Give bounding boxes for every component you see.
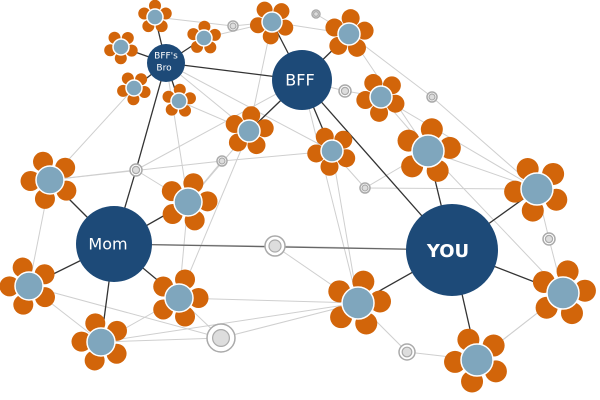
hub-bff-bro-label-1: BFF's: [154, 52, 178, 62]
flower-center: [146, 8, 164, 26]
ring-node[interactable]: [542, 232, 556, 246]
weak-edge: [165, 62, 189, 203]
hub-bff-label: BFF: [285, 71, 314, 90]
flower-center: [369, 85, 393, 109]
friend-flower-node[interactable]: [162, 83, 196, 117]
friend-flower-node[interactable]: [0, 257, 55, 315]
ring-node[interactable]: [227, 20, 239, 32]
weak-edge: [427, 150, 564, 294]
weak-edge: [178, 130, 250, 299]
friend-flower-node[interactable]: [532, 260, 596, 325]
ring-node[interactable]: [216, 155, 228, 167]
friend-flower-node[interactable]: [104, 31, 138, 65]
weak-edge: [28, 285, 222, 339]
weak-edge: [135, 79, 303, 171]
ring-node[interactable]: [338, 84, 352, 98]
weak-edge: [100, 302, 359, 343]
flower-center: [173, 187, 203, 217]
friend-flower-node[interactable]: [397, 118, 461, 182]
ring-node[interactable]: [398, 343, 416, 361]
ring-node[interactable]: [359, 182, 371, 194]
friend-flower-node[interactable]: [328, 270, 391, 335]
hub-mom[interactable]: Mom: [76, 206, 152, 282]
hub-mom-label: Mom: [88, 235, 127, 254]
friend-flower-node[interactable]: [444, 328, 507, 393]
nodes: [0, 0, 596, 393]
hub-you-label: YOU: [426, 241, 469, 262]
flower-center: [546, 276, 580, 310]
petal: [71, 331, 92, 352]
hub-bff-bro-label-2: Bro: [156, 64, 172, 74]
petal: [114, 52, 127, 65]
petal: [368, 290, 391, 313]
flower-center: [261, 11, 283, 33]
friend-flower-node[interactable]: [307, 127, 356, 176]
friend-flower-node[interactable]: [20, 151, 77, 209]
flower-center: [337, 22, 361, 46]
flower-center: [520, 172, 554, 206]
flower-center: [112, 38, 130, 56]
friend-flower-node[interactable]: [187, 20, 221, 54]
petal: [20, 171, 41, 192]
petal: [149, 0, 161, 12]
flower-center: [320, 139, 344, 163]
hub-bff-bro[interactable]: BFF's Bro: [147, 44, 185, 82]
friend-flower-node[interactable]: [71, 313, 127, 371]
hubs: BFF's Bro BFF Mom YOU: [76, 44, 498, 296]
flower-center: [35, 165, 65, 195]
friend-flower-node[interactable]: [153, 269, 209, 327]
flower-center: [170, 92, 188, 110]
flower-center: [195, 29, 213, 47]
ring-node[interactable]: [206, 323, 236, 353]
friend-flower-node[interactable]: [504, 158, 568, 222]
friend-flower-node[interactable]: [225, 106, 274, 155]
weak-edge: [100, 337, 222, 343]
flower-center: [164, 283, 194, 313]
flower-center: [237, 119, 261, 143]
hub-you[interactable]: YOU: [406, 204, 498, 296]
flower-center: [86, 327, 116, 357]
flower-center: [411, 134, 445, 168]
flower-center: [14, 271, 44, 301]
ring-node[interactable]: [426, 91, 438, 103]
petal: [444, 350, 467, 373]
flower-center: [460, 343, 494, 377]
petal: [188, 288, 209, 308]
petal: [0, 276, 20, 297]
flower-center: [125, 79, 143, 97]
friend-flower-node[interactable]: [117, 72, 151, 106]
friend-flower-node[interactable]: [161, 173, 218, 231]
ring-node[interactable]: [264, 235, 286, 257]
friend-flower-node[interactable]: [325, 9, 374, 57]
hub-bff[interactable]: BFF: [272, 50, 332, 110]
ring-node[interactable]: [129, 163, 143, 177]
friend-flower-node[interactable]: [249, 1, 294, 45]
friend-flower-node[interactable]: [356, 74, 405, 122]
ring-node[interactable]: [311, 9, 321, 19]
petal: [197, 191, 218, 212]
flower-center: [341, 286, 375, 320]
weak-edge: [178, 297, 359, 304]
weak-edge: [301, 79, 359, 304]
friend-flower-node[interactable]: [138, 0, 172, 33]
